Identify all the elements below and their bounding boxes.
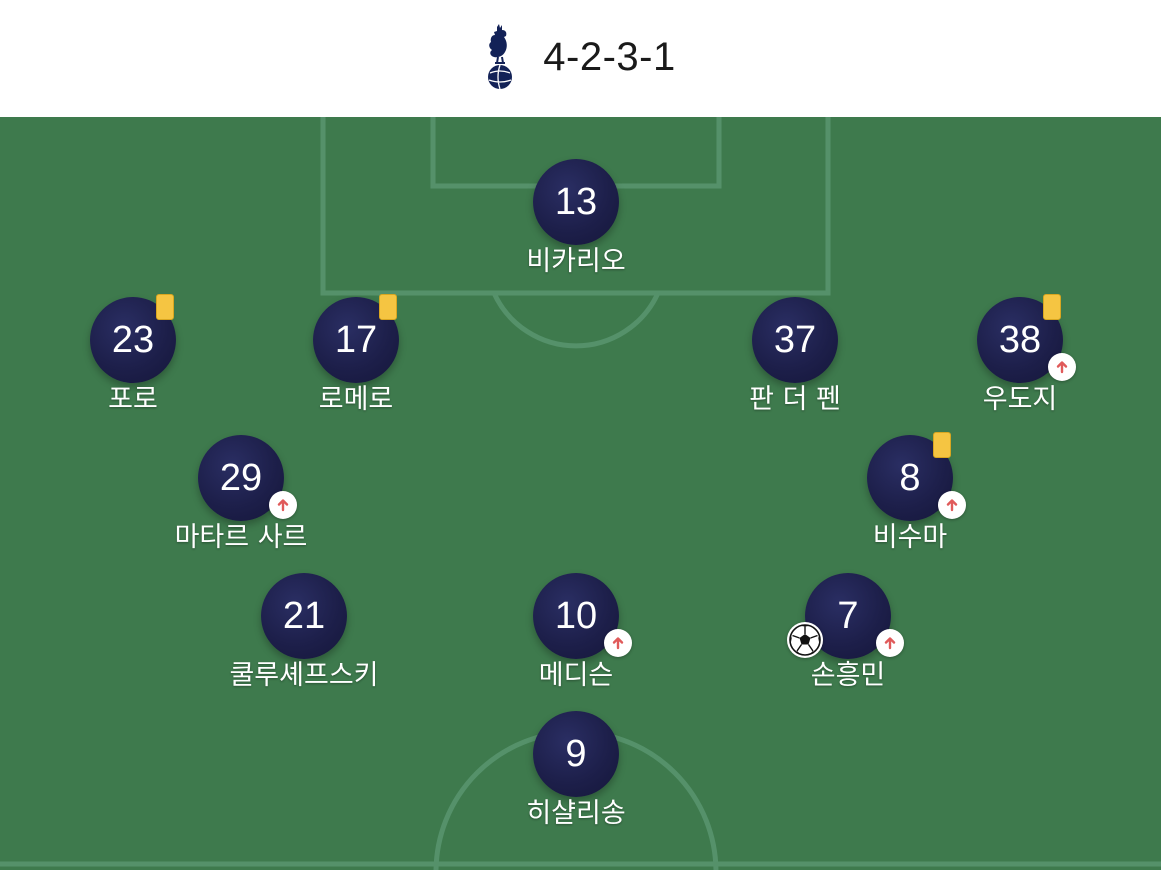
player-number-circle: 38 xyxy=(977,297,1063,383)
player-number: 38 xyxy=(998,318,1042,361)
player-number: 13 xyxy=(554,180,598,223)
player-name: 포로 xyxy=(108,384,158,415)
player-number: 23 xyxy=(111,318,155,361)
player-name: 마타르 사르 xyxy=(174,522,308,553)
yellow-card-icon xyxy=(1043,294,1061,320)
player-name: 메디슨 xyxy=(538,660,614,691)
player-card-center-back-right[interactable]: 17 로메로 xyxy=(256,294,456,427)
pitch: 13 비카리오 23 포로 17 로메로 37 판 더 펜 38 우도지 xyxy=(0,117,1161,870)
player-number-circle: 9 xyxy=(533,711,619,797)
substitution-arrow-icon xyxy=(938,491,966,519)
tottenham-crest-icon xyxy=(488,24,513,90)
player-name: 판 더 펜 xyxy=(749,384,841,415)
lineup-header: 4-2-3-1 xyxy=(0,0,1161,117)
player-number: 29 xyxy=(219,456,263,499)
substitution-arrow-icon xyxy=(876,629,904,657)
substitution-arrow-icon xyxy=(1048,353,1076,381)
player-name: 로메로 xyxy=(318,384,394,415)
player-name: 비카리오 xyxy=(526,246,626,277)
soccer-ball-icon xyxy=(787,622,823,658)
header-title-row: 4-2-3-1 xyxy=(0,22,1161,92)
pitch-markings xyxy=(0,117,1161,870)
player-card-right-wing[interactable]: 21 쿨루셰프스키 xyxy=(204,573,404,703)
player-number: 9 xyxy=(565,732,587,775)
player-number: 8 xyxy=(899,456,921,499)
player-number-circle: 13 xyxy=(533,159,619,245)
player-number: 37 xyxy=(773,318,817,361)
player-number: 7 xyxy=(837,594,859,637)
player-number-circle: 29 xyxy=(198,435,284,521)
player-card-attacking-mid[interactable]: 10 메디슨 xyxy=(476,573,676,703)
player-name: 비수마 xyxy=(872,522,948,553)
player-card-left-back[interactable]: 38 우도지 xyxy=(920,294,1120,427)
player-card-center-back-left[interactable]: 37 판 더 펜 xyxy=(695,297,895,427)
player-card-defensive-mid-left[interactable]: 8 비수마 xyxy=(810,432,1010,565)
player-number-circle: 37 xyxy=(752,297,838,383)
player-number: 10 xyxy=(554,594,598,637)
player-number-circle: 23 xyxy=(90,297,176,383)
player-number: 21 xyxy=(282,594,326,637)
player-card-goalkeeper[interactable]: 13 비카리오 xyxy=(476,159,676,289)
substitution-arrow-icon xyxy=(604,629,632,657)
player-name: 우도지 xyxy=(982,384,1058,415)
substitution-arrow-icon xyxy=(269,491,297,519)
yellow-card-icon xyxy=(156,294,174,320)
yellow-card-icon xyxy=(933,432,951,458)
yellow-card-icon xyxy=(379,294,397,320)
player-card-left-wing[interactable]: 7 손흥민 xyxy=(748,573,948,703)
player-name: 히샬리송 xyxy=(526,798,626,829)
player-name: 쿨루셰프스키 xyxy=(229,660,379,691)
player-number-circle: 21 xyxy=(261,573,347,659)
player-number: 17 xyxy=(334,318,378,361)
formation-label: 4-2-3-1 xyxy=(543,34,676,79)
player-card-defensive-mid-right[interactable]: 29 마타르 사르 xyxy=(141,435,341,565)
player-card-right-back[interactable]: 23 포로 xyxy=(33,294,233,427)
player-name: 손흥민 xyxy=(810,660,886,691)
player-card-striker[interactable]: 9 히샬리송 xyxy=(476,711,676,841)
